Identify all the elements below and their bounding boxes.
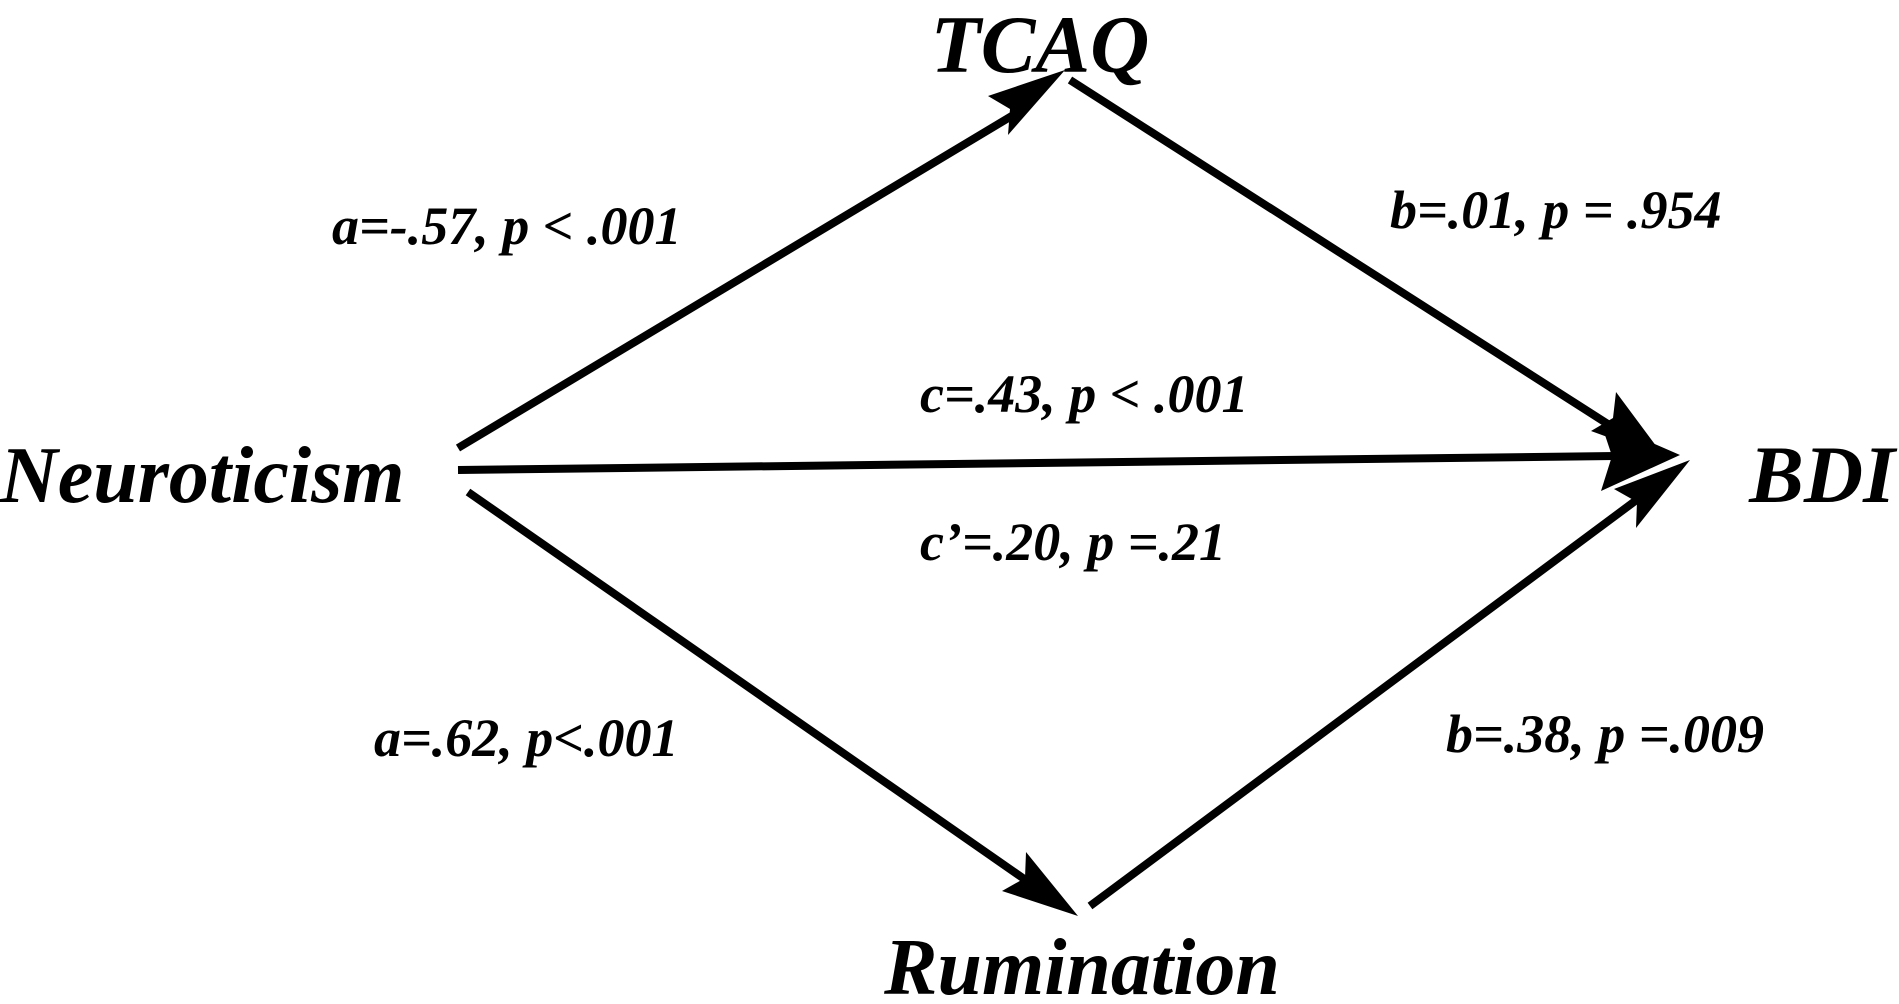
arrowhead-bdi-from-rumination <box>1614 460 1690 528</box>
edge-neuroticism-to-bdi <box>457 452 1616 474</box>
node-bdi: BDI <box>1748 429 1898 520</box>
label-neuroticism-rumination: a=.62, p<.001 <box>374 708 679 768</box>
edge-tcaq-to-bdi <box>1067 76 1628 439</box>
label-neuroticism-tcaq: a=-.57, p < .001 <box>332 196 682 256</box>
label-direct-total: c=.43, p < .001 <box>920 364 1249 424</box>
arrowhead-rumination <box>1002 852 1078 916</box>
edge-neuroticism-to-tcaq <box>455 104 1028 452</box>
node-rumination: Rumination <box>883 924 1280 1004</box>
arrowhead-tcaq <box>988 70 1065 135</box>
node-neuroticism: Neuroticism <box>0 432 404 520</box>
edge-rumination-to-bdi <box>1087 486 1653 910</box>
label-rumination-bdi: b=.38, p =.009 <box>1446 704 1764 764</box>
node-tcaq: TCAQ <box>931 0 1150 90</box>
arrowhead-bdi-direct <box>1600 420 1680 491</box>
label-tcaq-bdi: b=.01, p = .954 <box>1390 180 1722 240</box>
edge-neuroticism-to-rumination <box>465 488 1043 894</box>
label-direct-prime: c’=.20, p =.21 <box>920 512 1226 572</box>
